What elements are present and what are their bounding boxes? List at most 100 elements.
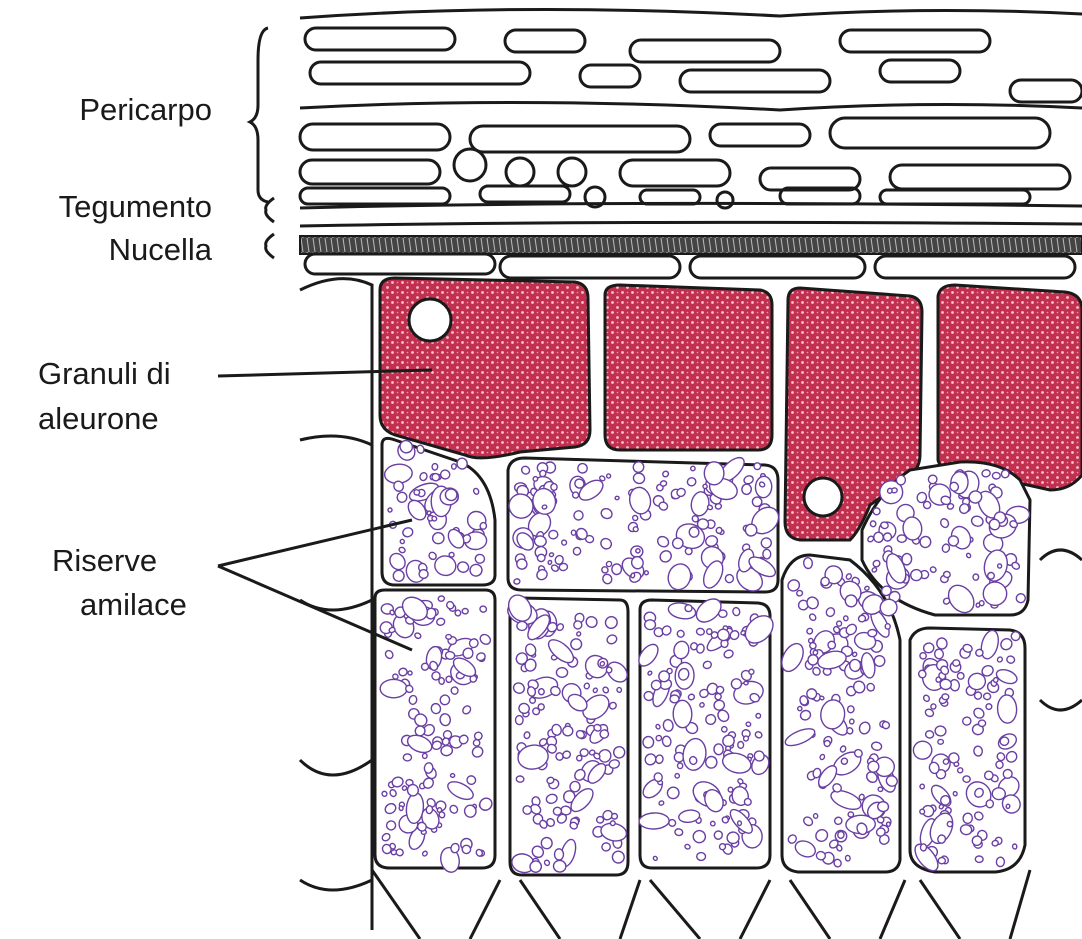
starch-granule: [920, 844, 926, 851]
starch-granule: [738, 741, 744, 748]
starch-granule: [737, 821, 741, 826]
starch-granule: [576, 631, 581, 636]
starch-granule: [548, 560, 553, 565]
starch-granule: [644, 571, 648, 575]
starch-granule: [642, 736, 654, 748]
starch-granule: [836, 621, 842, 627]
starch-granule: [697, 853, 706, 861]
starch-granule: [550, 483, 557, 491]
label-nucellus: Nucella: [109, 231, 212, 269]
starch-granule: [635, 548, 640, 553]
starch-granule: [930, 703, 936, 709]
nucellus-flat-cells: [305, 254, 1075, 278]
starch-granule: [847, 705, 854, 713]
starch-granule: [938, 739, 944, 744]
starch-granule: [992, 472, 1000, 479]
starch-granule: [615, 496, 620, 500]
starch-granule: [462, 608, 468, 614]
starch-granule: [655, 735, 662, 742]
starch-granule: [714, 744, 724, 755]
starch-granule: [514, 578, 521, 584]
starch-granule: [953, 660, 960, 667]
pericarp-layer: [300, 9, 1082, 226]
starch-granule: [611, 813, 617, 819]
starch-granule: [660, 480, 667, 486]
starch-granule: [896, 475, 906, 485]
starch-granule: [877, 801, 889, 812]
starch-granule: [936, 637, 948, 649]
starch-granule: [963, 776, 971, 783]
starch-granule: [524, 731, 531, 739]
starch-granule: [473, 739, 480, 746]
starch-granule: [516, 776, 524, 783]
starch-granule: [542, 504, 548, 509]
starch-granule: [943, 571, 951, 578]
aleurone-vacuole: [409, 299, 451, 341]
starch-granule: [925, 730, 934, 738]
starch-granule: [887, 488, 893, 494]
starch-granule: [644, 619, 656, 630]
starch-granule: [549, 552, 554, 557]
starch-granule: [438, 595, 445, 601]
starch-granule: [576, 755, 583, 762]
starch-granule: [745, 524, 757, 537]
starch-granule: [479, 522, 487, 530]
starch-granule: [975, 856, 983, 863]
pericarp-bracket: [250, 28, 268, 202]
starch-granule: [763, 549, 771, 559]
starch-granule: [475, 554, 485, 563]
starch-granule: [984, 771, 993, 780]
starch-granule: [674, 773, 679, 778]
starch-granule: [673, 700, 692, 728]
label-pericarp: Pericarpo: [79, 91, 212, 129]
starch-granule: [515, 715, 523, 725]
nucellus-band: [300, 236, 1082, 254]
starch-granule: [1012, 844, 1017, 850]
starch-granule: [450, 773, 455, 777]
starch-granule: [554, 849, 563, 860]
starch-granule: [997, 564, 1002, 569]
starch-granule: [601, 842, 611, 851]
starch-granule: [606, 667, 612, 673]
label-starch-line2: amilace: [80, 586, 187, 624]
starch-granule: [983, 693, 991, 700]
starch-granule: [438, 677, 444, 684]
starch-granule: [880, 521, 889, 529]
starch-granule: [996, 857, 1004, 867]
starch-granule: [848, 812, 854, 817]
starch-granule: [424, 762, 434, 773]
starch-granule: [953, 791, 958, 796]
starch-granule: [973, 574, 979, 581]
starch-granule: [978, 720, 985, 727]
starch-granule: [432, 533, 444, 544]
starch-granule: [727, 832, 740, 844]
starch-granule: [639, 812, 670, 829]
starch-granule: [845, 855, 850, 861]
starch-granule: [548, 530, 558, 539]
label-starch-line1: Riserve: [52, 542, 157, 580]
starch-granule: [456, 458, 467, 470]
starch-granule: [677, 630, 685, 638]
starch-granule: [685, 605, 692, 612]
aleurone-cell: [938, 285, 1082, 490]
starch-granule: [837, 831, 844, 839]
starch-granule: [689, 527, 699, 538]
starch-granule: [940, 679, 952, 690]
starch-granule: [986, 799, 994, 808]
nucellus-bracket: [266, 234, 274, 258]
starch-granule: [910, 569, 923, 581]
starch-granule: [1011, 631, 1021, 641]
starch-granule: [445, 651, 455, 660]
starch-granule: [677, 763, 682, 769]
starch-granule: [948, 535, 959, 546]
starch-granule: [1001, 469, 1010, 478]
starch-granule: [612, 564, 622, 575]
starch-granule: [979, 600, 984, 606]
starch-granule: [868, 629, 877, 636]
starch-granule: [403, 754, 411, 761]
starch-granule: [422, 753, 427, 758]
starch-granule: [432, 463, 438, 470]
starch-granule: [986, 703, 992, 709]
starch-granule: [517, 621, 528, 631]
starch-granule: [553, 807, 562, 816]
